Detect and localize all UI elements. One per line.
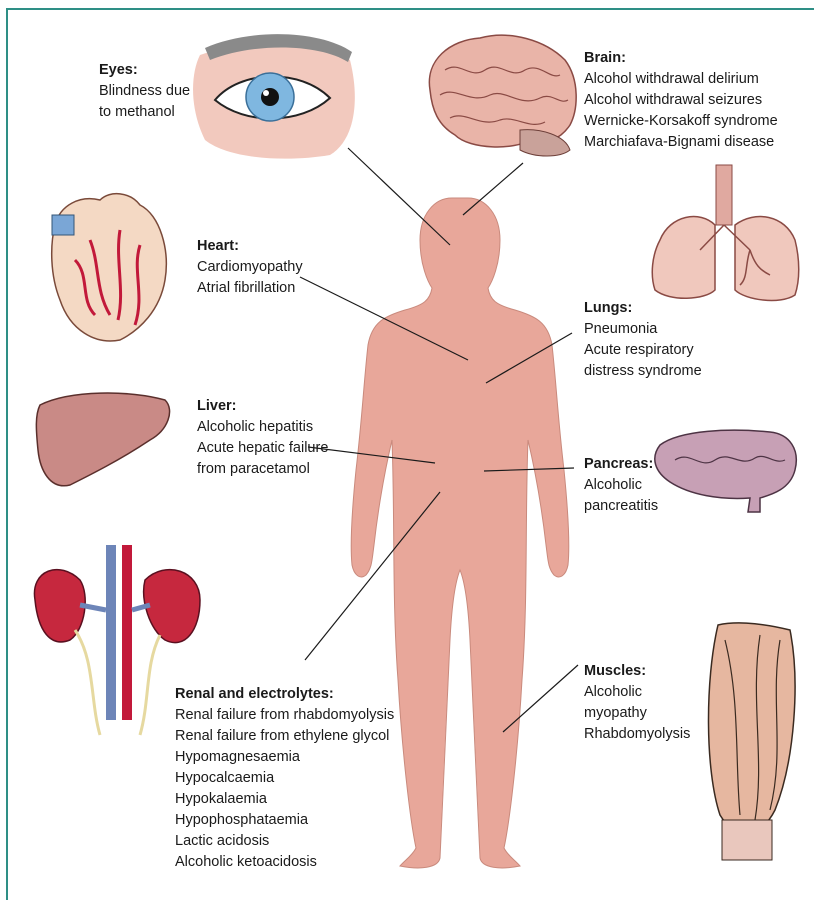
liver-icon bbox=[36, 393, 169, 486]
label-liver: Liver: Alcoholic hepatitis Acute hepatic… bbox=[197, 396, 328, 480]
label-brain-item: Marchiafava-Bignami disease bbox=[584, 132, 778, 153]
label-lungs-title: Lungs: bbox=[584, 298, 702, 319]
label-liver-item: Alcoholic hepatitis bbox=[197, 417, 328, 438]
eye-connector bbox=[348, 148, 450, 245]
label-brain-item: Alcohol withdrawal seizures bbox=[584, 90, 778, 111]
label-heart-title: Heart: bbox=[197, 236, 303, 257]
label-muscles-title: Muscles: bbox=[584, 661, 690, 682]
label-heart-item: Cardiomyopathy bbox=[197, 257, 303, 278]
label-brain-title: Brain: bbox=[584, 48, 778, 69]
label-lungs-item: Pneumonia bbox=[584, 319, 702, 340]
label-renal: Renal and electrolytes: Renal failure fr… bbox=[175, 684, 394, 873]
brain-connector bbox=[463, 163, 523, 215]
label-renal-item: Hypomagnesaemia bbox=[175, 747, 394, 768]
label-eyes: Eyes: Blindness due to methanol bbox=[99, 60, 190, 123]
lungs-icon bbox=[652, 165, 798, 300]
label-pancreas-item: Alcoholic bbox=[584, 475, 658, 496]
heart-icon bbox=[52, 194, 167, 341]
label-brain-item: Alcohol withdrawal delirium bbox=[584, 69, 778, 90]
muscle-icon bbox=[708, 623, 795, 860]
label-muscles-item: myopathy bbox=[584, 703, 690, 724]
label-lungs: Lungs: Pneumonia Acute respiratory distr… bbox=[584, 298, 702, 382]
label-renal-title: Renal and electrolytes: bbox=[175, 684, 394, 705]
label-liver-title: Liver: bbox=[197, 396, 328, 417]
label-pancreas-title: Pancreas: bbox=[584, 454, 658, 475]
label-renal-item: Hypokalaemia bbox=[175, 789, 394, 810]
label-pancreas-item: pancreatitis bbox=[584, 496, 658, 517]
label-muscles-item: Rhabdomyolysis bbox=[584, 724, 690, 745]
label-muscles: Muscles: Alcoholic myopathy Rhabdomyolys… bbox=[584, 661, 690, 745]
label-heart-item: Atrial fibrillation bbox=[197, 278, 303, 299]
label-renal-item: Renal failure from ethylene glycol bbox=[175, 726, 394, 747]
label-renal-item: Lactic acidosis bbox=[175, 831, 394, 852]
label-pancreas: Pancreas: Alcoholic pancreatitis bbox=[584, 454, 658, 517]
label-lungs-item: distress syndrome bbox=[584, 361, 702, 382]
label-renal-item: Hypophosphataemia bbox=[175, 810, 394, 831]
label-brain-item: Wernicke-Korsakoff syndrome bbox=[584, 111, 778, 132]
label-heart: Heart: Cardiomyopathy Atrial fibrillatio… bbox=[197, 236, 303, 299]
label-eyes-title: Eyes: bbox=[99, 60, 190, 81]
label-renal-item: Renal failure from rhabdomyolysis bbox=[175, 705, 394, 726]
label-eyes-item: to methanol bbox=[99, 102, 190, 123]
brain-icon bbox=[429, 35, 576, 156]
eye-icon bbox=[193, 34, 355, 158]
label-renal-item: Hypocalcaemia bbox=[175, 768, 394, 789]
label-eyes-item: Blindness due bbox=[99, 81, 190, 102]
label-brain: Brain: Alcohol withdrawal delirium Alcoh… bbox=[584, 48, 778, 153]
label-liver-item: Acute hepatic failure bbox=[197, 438, 328, 459]
label-liver-item: from paracetamol bbox=[197, 459, 328, 480]
label-renal-item: Alcoholic ketoacidosis bbox=[175, 852, 394, 873]
pancreas-icon bbox=[655, 430, 796, 512]
label-muscles-item: Alcoholic bbox=[584, 682, 690, 703]
label-lungs-item: Acute respiratory bbox=[584, 340, 702, 361]
